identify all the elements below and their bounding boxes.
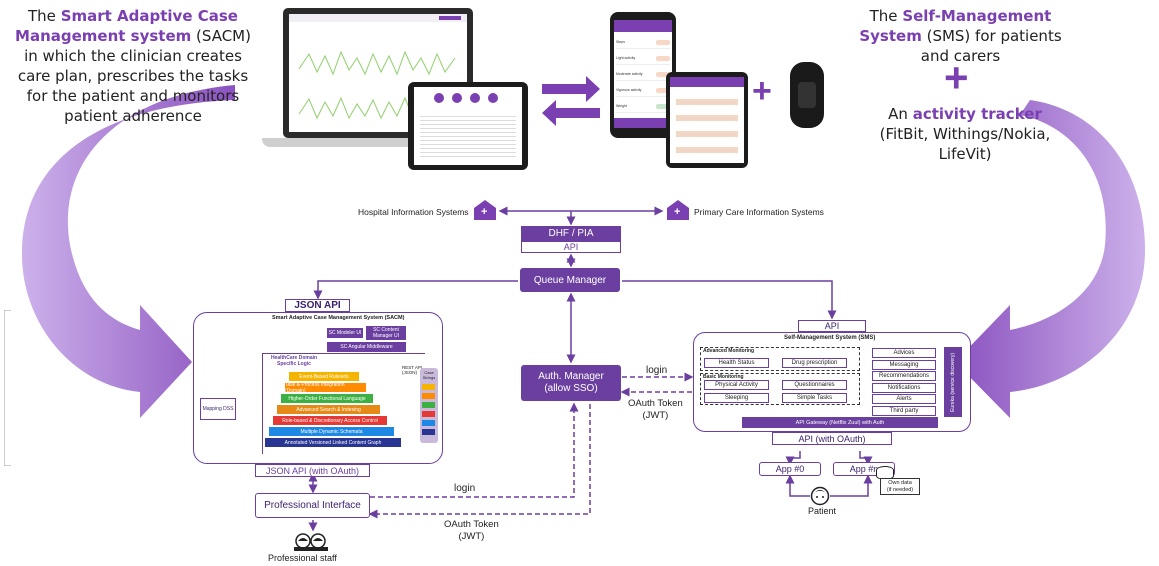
domain-logic-box bbox=[262, 353, 425, 454]
sms-service-notifications: Notifications bbox=[872, 382, 936, 393]
sleeping-box: Sleeping bbox=[704, 393, 769, 403]
advanced-monitoring-group: Advanced Monitoring bbox=[700, 347, 860, 371]
basic-monitoring-group: Basic Monitoring bbox=[700, 373, 860, 405]
plus-sign-devices: + bbox=[752, 72, 772, 110]
phone-row-value bbox=[656, 71, 670, 77]
sacm-layer: Advanced Search & Indexing bbox=[277, 405, 380, 414]
sms-panel: Self-Management System (SMS) Advanced Mo… bbox=[693, 332, 971, 432]
left-curved-arrow bbox=[21, 85, 235, 418]
patient-label: Patient bbox=[808, 506, 837, 516]
questionnaires-box: Questionnaires bbox=[782, 380, 847, 390]
phone-row: Light activity bbox=[616, 52, 670, 65]
domain-logic-label: HealthCare Domain Specific Logic bbox=[270, 355, 318, 367]
sync-arrows bbox=[542, 76, 600, 126]
activity-tracker-image bbox=[790, 62, 824, 128]
hospital-systems-label: Hospital Information Systems bbox=[358, 207, 469, 217]
case-strings-box: Case Strings bbox=[420, 368, 438, 443]
phone-row: Vigorous activity bbox=[616, 84, 670, 97]
tracker-description: An activity tracker (FitBit, Withings/No… bbox=[879, 105, 1051, 163]
advanced-monitoring-label: Advanced Monitoring bbox=[703, 348, 755, 354]
sacm-json-api-label-box: JSON API bbox=[285, 299, 350, 312]
dhf-api-box: API bbox=[521, 241, 621, 253]
queue-manager-box: Queue Manager bbox=[520, 268, 620, 292]
phone-row-label: Moderate activity bbox=[616, 72, 643, 76]
sms-api-oauth-box: API (with OAuth) bbox=[772, 432, 892, 445]
sc-content-manager-ui: SC Content Manager UI bbox=[366, 326, 406, 340]
professional-interface-box: Professional Interface bbox=[255, 493, 370, 518]
plus-sign-right: + bbox=[944, 54, 969, 101]
api-gateway-box: API Gateway (Netflix Zuul) with Auth bbox=[742, 417, 938, 428]
patient-icon bbox=[810, 486, 830, 506]
phone-row-value bbox=[656, 55, 670, 61]
tablet-image bbox=[408, 82, 528, 170]
health-status-box: Health Status bbox=[704, 358, 769, 368]
physical-activity-box: Physical Activity bbox=[704, 380, 769, 390]
login-label-bottom: login bbox=[454, 483, 476, 494]
sms-title: Self-Management System (SMS) bbox=[784, 335, 876, 341]
second-tablet-image bbox=[666, 72, 748, 168]
sacm-title: Smart Adaptive Case Management System (S… bbox=[272, 315, 405, 321]
sacm-layer: Role-based & Discretionary Access Contro… bbox=[273, 416, 387, 425]
phone-row-value bbox=[656, 87, 670, 93]
phone-row-label: Steps bbox=[616, 40, 625, 44]
phone-row-value bbox=[656, 103, 670, 109]
phone-row: Moderate activity bbox=[616, 68, 670, 81]
phone-row: Weight bbox=[616, 100, 670, 113]
right-curved-arrow bbox=[955, 100, 1145, 418]
basic-monitoring-label: Basic Monitoring bbox=[703, 374, 744, 380]
phone-row: Steps bbox=[616, 36, 670, 49]
sc-modeler-ui: SC Modeler UI bbox=[327, 328, 363, 338]
oauth-token-label-bottom: OAuth Token(JWT) bbox=[444, 519, 499, 542]
sms-service-third-party: Third party bbox=[872, 405, 936, 416]
dhf-pia-box: DHF / PIA bbox=[521, 226, 621, 241]
phone-row-label: Vigorous activity bbox=[616, 88, 642, 92]
phone-row-value bbox=[656, 39, 670, 45]
oauth-token-label-right: OAuth Token(JWT) bbox=[628, 398, 683, 421]
login-label-right: login bbox=[646, 365, 668, 376]
sms-service-advices: Advices bbox=[872, 348, 936, 358]
sms-service-alerts: Alerts bbox=[872, 394, 936, 404]
mapping-dss-box: Mapping DSS bbox=[200, 398, 236, 420]
hospital-icon bbox=[474, 200, 496, 220]
sacm-json-api-oauth: JSON API (with OAuth) bbox=[255, 464, 370, 477]
phone-row-label: Light activity bbox=[616, 56, 636, 60]
sc-angular-middleware: SC Angular Middleware bbox=[327, 342, 406, 352]
primary-care-icon bbox=[667, 200, 689, 220]
sms-service-recommendations: Recommendations bbox=[872, 371, 936, 381]
sacm-layer: Annotated Versioned Linked Content Graph bbox=[265, 438, 401, 447]
case-strings-label: Case Strings bbox=[422, 370, 436, 380]
sacm-layer: Task & Process Integration (Domain) bbox=[285, 382, 366, 394]
laptop-base bbox=[262, 138, 494, 147]
sacm-layer: Higher-Order Functional Language bbox=[281, 394, 373, 403]
sms-service-messaging: Messaging bbox=[872, 359, 936, 370]
app-0-box: App #0 bbox=[759, 462, 821, 476]
sms-api-box: API bbox=[798, 320, 866, 332]
sacm-panel: Smart Adaptive Case Management System (S… bbox=[193, 312, 443, 464]
eureka-box: Eureka (service discovery) bbox=[944, 347, 962, 417]
phone-row-label: Weight bbox=[616, 104, 627, 108]
sacm-layer: Multiple Dynamic Schemata bbox=[269, 427, 394, 436]
simple-tasks-box: Simple Tasks bbox=[782, 393, 847, 403]
professional-staff-icon bbox=[294, 533, 328, 551]
sacm-description: The Smart Adaptive Case Management syste… bbox=[15, 7, 251, 125]
rest-api-label: REST API (JSON) bbox=[402, 365, 423, 375]
sms-description: The Self-Management System (SMS) for pat… bbox=[859, 7, 1062, 65]
left-bracket bbox=[4, 310, 11, 466]
drug-prescription-box: Drug prescription bbox=[782, 358, 847, 368]
auth-manager-box: Auth. Manager(allow SSO) bbox=[521, 365, 621, 401]
sacm-highlight: Smart Adaptive Case Management system bbox=[15, 7, 238, 45]
professional-staff-label: Professional staff bbox=[268, 553, 337, 563]
primary-care-label: Primary Care Information Systems bbox=[694, 207, 824, 217]
sacm-layer: Event-Based Rulesets bbox=[289, 372, 359, 381]
own-data-box: Own data(if needed) bbox=[880, 478, 920, 495]
